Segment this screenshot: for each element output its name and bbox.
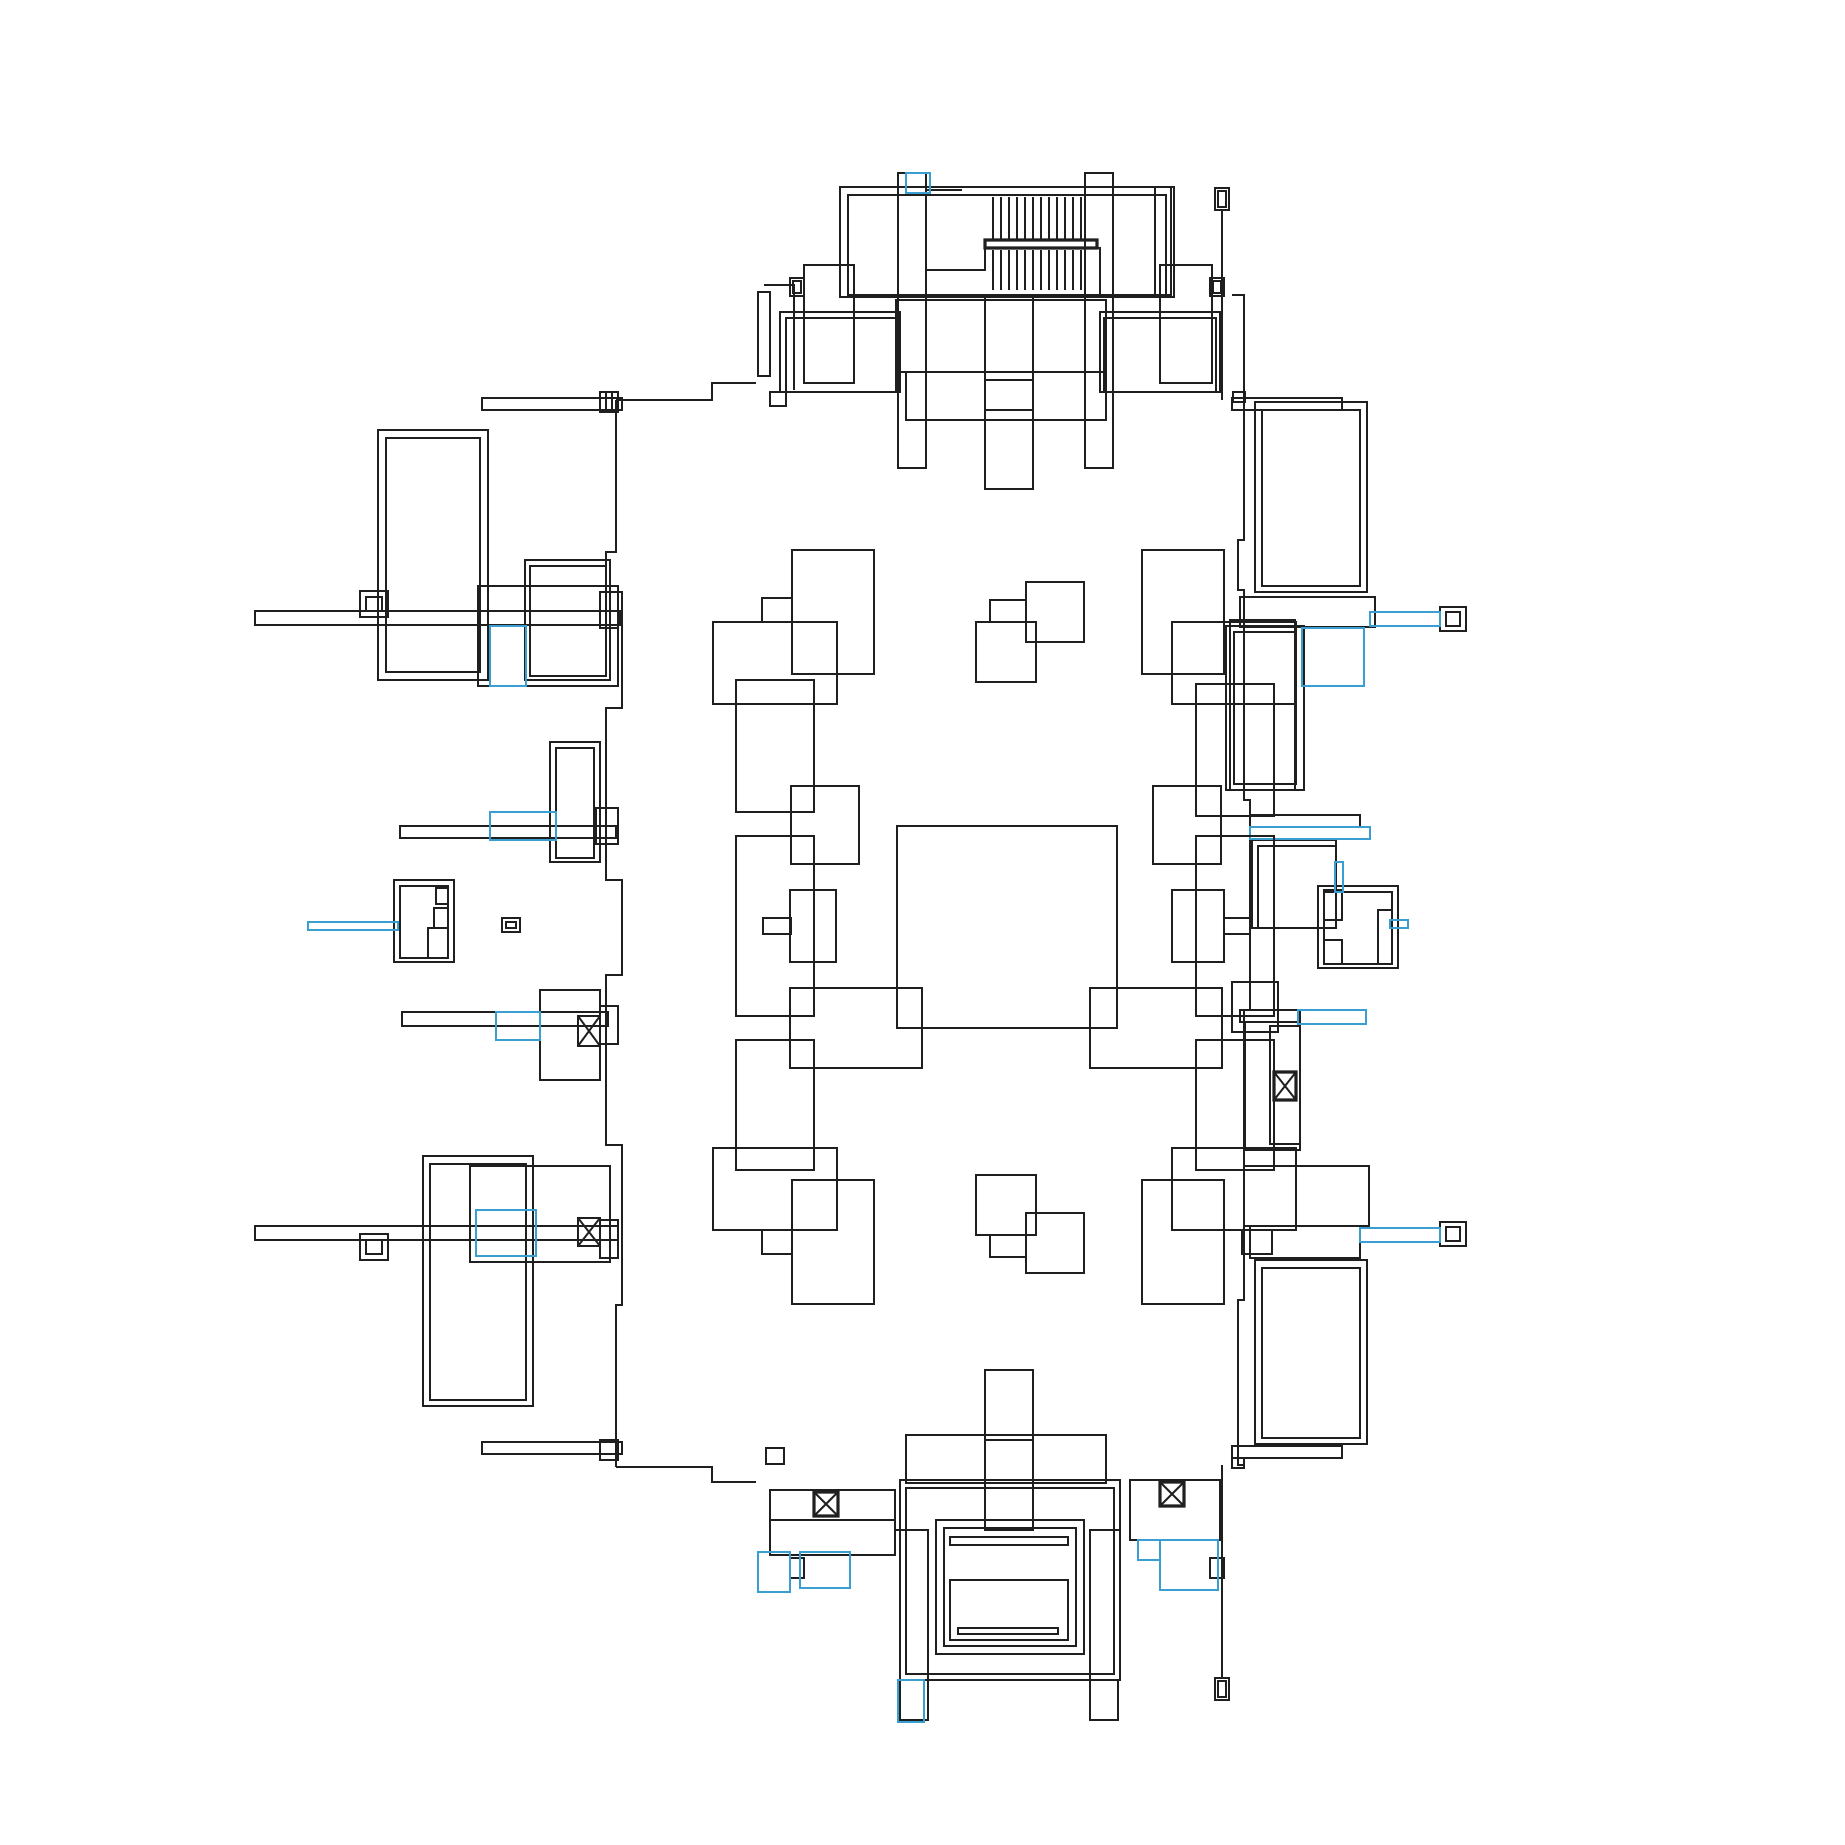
outer-wall-outline [606,383,1250,1482]
central-courtyard-blocks [713,550,1296,1304]
stair-treads [993,197,1081,290]
north-stair-block [758,173,1245,489]
east-wing-rooms [1226,398,1466,1458]
south-stair-block [758,1370,1244,1722]
west-wing-rooms [255,392,622,1460]
